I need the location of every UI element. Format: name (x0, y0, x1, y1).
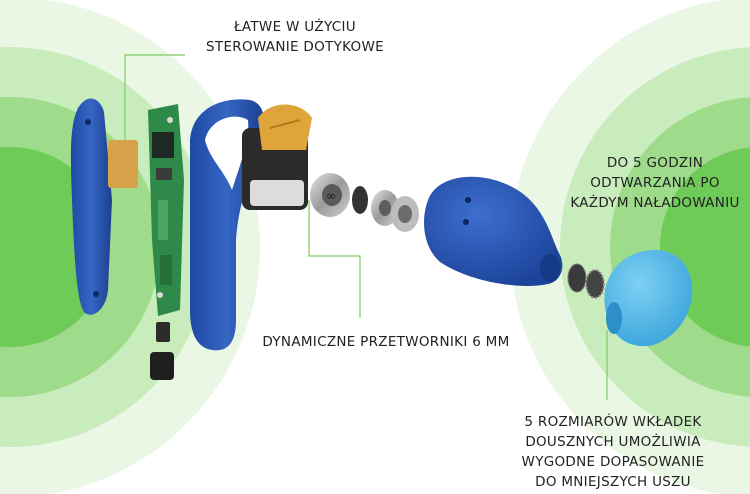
driver-rings (352, 186, 419, 232)
ear-tips-line-2: DOUSZNYCH UMOŻLIWIA (525, 434, 701, 450)
battery-line-2: ODTWARZANIA PO (590, 175, 720, 191)
battery-line-1: DO 5 GODZIN (606, 155, 704, 171)
svg-text:∞: ∞ (326, 189, 336, 203)
touch-control-label: ŁATWE W UŻYCIU STEROWANIE DOTYKOWE (185, 17, 405, 57)
battery-block (150, 352, 174, 380)
chip-block (156, 322, 170, 342)
dynamic-driver: ∞ (310, 173, 350, 217)
ear-tips-line-1: 5 ROZMIARÓW WKŁADEK (524, 414, 702, 430)
ear-tip (604, 250, 693, 347)
drivers-label: DYNAMICZNE PRZETWORNIKI 6 MM (246, 332, 526, 352)
driver-housing (242, 104, 312, 210)
battery-label: DO 5 GODZIN ODTWARZANIA PO KAŻDYM NAŁADO… (560, 153, 750, 213)
touch-sensor-pad (108, 140, 138, 188)
ear-tips-line-3: WYGODNE DOPASOWANIE (521, 454, 705, 470)
front-bud-shell (424, 176, 563, 286)
drivers-line-1: DYNAMICZNE PRZETWORNIKI 6 MM (262, 334, 510, 350)
pcb-board (148, 104, 184, 316)
mesh-filters (567, 263, 605, 299)
touch-control-line-2: STEROWANIE DOTYKOWE (206, 39, 384, 55)
leader-lines (124, 54, 608, 400)
shell-back-plate (70, 98, 112, 315)
ear-tips-line-4: DO MNIEJSZYCH USZU (535, 474, 691, 490)
battery-line-3: KAŻDYM NAŁADOWANIU (570, 195, 740, 211)
ear-tips-label: 5 ROZMIARÓW WKŁADEK DOUSZNYCH UMOŻLIWIA … (498, 412, 728, 492)
touch-control-line-1: ŁATWE W UŻYCIU (234, 19, 356, 35)
